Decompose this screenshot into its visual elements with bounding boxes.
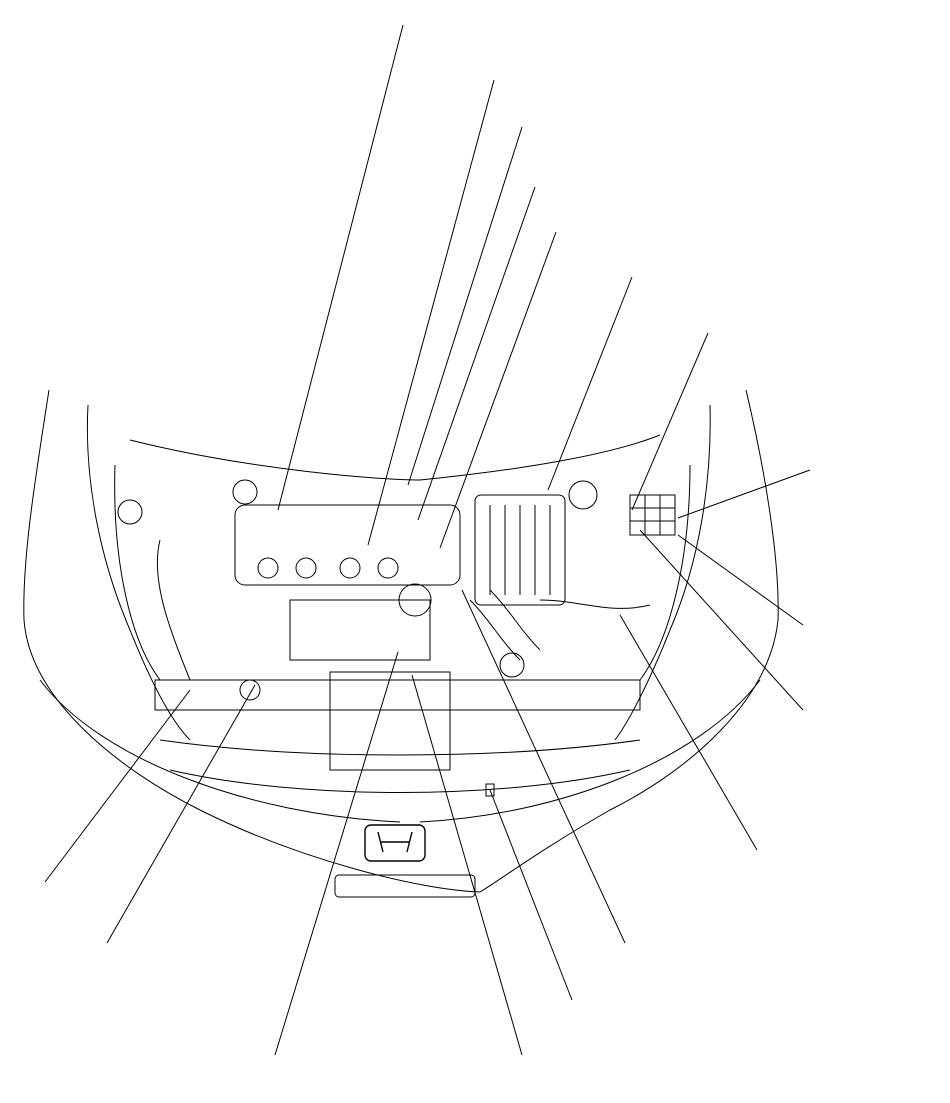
leader-line-11 [619, 614, 758, 851]
left-fender-outer [23, 389, 481, 893]
bumper-line-1 [39, 679, 401, 823]
leader-line-13 [489, 789, 573, 1001]
callout-leaders [44, 24, 811, 1056]
engine-bay-edge [114, 464, 691, 681]
center-latch-bracket [329, 671, 451, 771]
oil-filler-cap [232, 479, 258, 505]
brake-reservoir [117, 499, 143, 525]
leader-line-15 [274, 651, 399, 1056]
leader-line-5 [439, 231, 557, 549]
leader-line-6 [547, 276, 633, 491]
right-fender-inner [614, 404, 711, 741]
cowl-line [129, 434, 661, 481]
right-fender-outer [479, 389, 779, 893]
leader-line-9 [677, 534, 804, 626]
right-harness [539, 599, 651, 609]
grille-line-1 [159, 739, 641, 756]
horn [239, 679, 261, 701]
battery-cap [568, 480, 598, 510]
left-fender-inner [86, 404, 191, 741]
intake-manifold [289, 599, 431, 661]
throttle-body [398, 583, 432, 617]
leader-line-4 [417, 186, 536, 521]
leader-line-12 [461, 589, 626, 944]
engine-components [117, 479, 676, 797]
honda-logo [364, 824, 426, 862]
license-plate-area [334, 874, 476, 898]
left-hose [156, 539, 191, 681]
leader-line-14 [411, 674, 523, 1056]
fuse-box [629, 494, 676, 536]
leader-line-7 [631, 332, 709, 511]
bumper-line-2 [419, 679, 761, 823]
intake-duct-2 [489, 589, 541, 651]
leader-line-16 [106, 684, 256, 944]
leader-line-1 [277, 24, 404, 511]
leader-line-8 [677, 469, 811, 519]
car-body-outline [23, 389, 779, 898]
cylinder-head-cover [234, 504, 461, 586]
intake-duct [469, 599, 521, 661]
air-cleaner [474, 494, 566, 606]
radiator-support [154, 679, 641, 711]
leader-line-2 [367, 79, 495, 546]
leader-line-3 [407, 126, 523, 486]
leader-line-10 [639, 529, 804, 711]
sensor-front [485, 783, 495, 797]
leader-line-17 [44, 689, 191, 883]
grille-line-2 [169, 769, 631, 793]
radiator-cap [499, 652, 525, 678]
